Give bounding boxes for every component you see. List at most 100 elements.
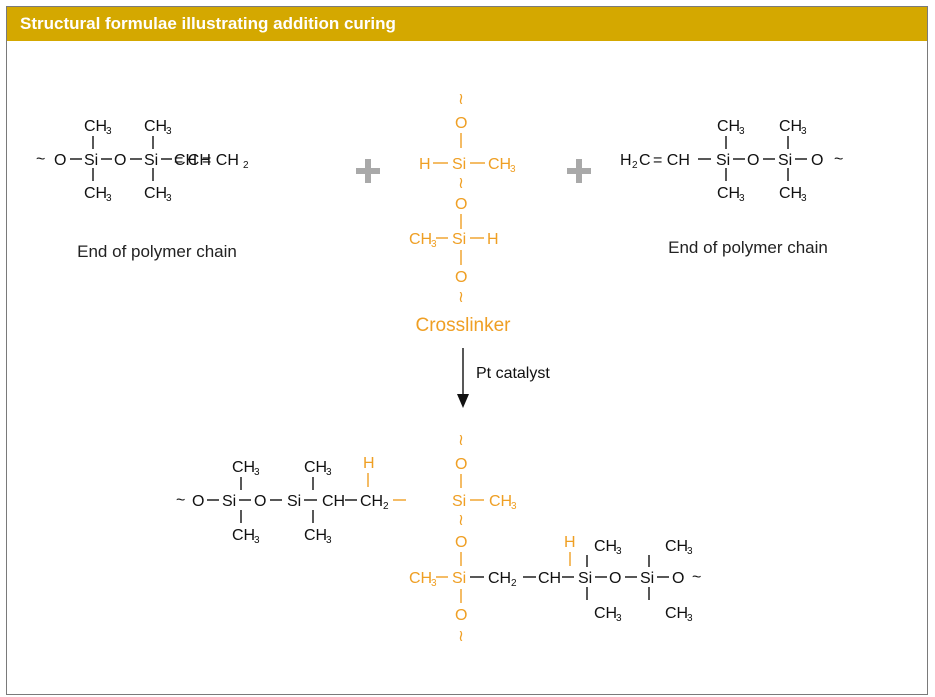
atom-si: Si xyxy=(452,493,466,510)
subscript: 3 xyxy=(801,126,807,137)
atom-o: O xyxy=(672,570,684,587)
atom-si: Si xyxy=(452,231,466,248)
right-caption: End of polymer chain xyxy=(668,238,828,257)
methyl-group: CH xyxy=(304,527,327,544)
subscript: 3 xyxy=(431,578,437,589)
figure-title: Structural formulae illustrating additio… xyxy=(7,7,927,41)
chain-tilde: ~ xyxy=(176,492,185,509)
subscript: 3 xyxy=(106,193,112,204)
atom-o: O xyxy=(455,269,467,286)
subscript: 3 xyxy=(687,613,693,624)
atom-o: O xyxy=(455,607,467,624)
atom-ch: CH xyxy=(538,570,561,587)
atom-ch-eq-ch: CH xyxy=(174,152,197,169)
arrow-head-icon xyxy=(457,394,469,408)
left-caption: End of polymer chain xyxy=(77,242,237,261)
atom-o: O xyxy=(811,152,823,169)
methyl-group: CH xyxy=(488,156,511,173)
methyl-group: CH xyxy=(144,118,167,135)
subscript: 3 xyxy=(166,126,172,137)
methyl-group: CH xyxy=(84,118,107,135)
subscript: 3 xyxy=(431,239,437,250)
atom-c-eq-ch: C xyxy=(639,152,651,169)
wave-icon: ≀ xyxy=(458,91,464,108)
subscript: 3 xyxy=(616,546,622,557)
subscript: 3 xyxy=(166,193,172,204)
atom-o: O xyxy=(455,534,467,551)
atom-o: O xyxy=(455,196,467,213)
left-polymer-chain-end: ~ O Si O Si = CH CH = CH 2 CH 3 CH 3 CH … xyxy=(36,118,249,204)
atom-h: H xyxy=(487,231,499,248)
subscript: 2 xyxy=(243,160,249,171)
subscript: 3 xyxy=(739,126,745,137)
atom-eq-ch2: = CH xyxy=(202,152,239,169)
atom-si: Si xyxy=(452,156,466,173)
subscript: 3 xyxy=(687,546,693,557)
wave-icon: ≀ xyxy=(458,432,464,449)
methyl-group: CH xyxy=(144,185,167,202)
methyl-group: CH xyxy=(665,605,688,622)
atom-h: H xyxy=(419,156,431,173)
atom-h2c: H xyxy=(620,152,632,169)
subscript: 3 xyxy=(510,164,516,175)
methyl-group: CH xyxy=(717,118,740,135)
atom-si: Si xyxy=(287,493,301,510)
subscript: 2 xyxy=(511,578,517,589)
methyl-group: CH xyxy=(594,538,617,555)
atom-o: O xyxy=(54,152,66,169)
atom-si: Si xyxy=(144,152,158,169)
atom-ch2: CH xyxy=(488,570,511,587)
wave-icon: ≀ xyxy=(458,175,464,192)
atom-o: O xyxy=(114,152,126,169)
crosslinker-caption: Crosslinker xyxy=(415,315,511,336)
atom-si: Si xyxy=(452,570,466,587)
catalyst-label: Pt catalyst xyxy=(476,365,550,382)
chain-tilde: ~ xyxy=(692,569,701,586)
methyl-group: CH xyxy=(304,459,327,476)
atom-ch: CH xyxy=(322,493,345,510)
subscript: 3 xyxy=(326,467,332,478)
atom-h: H xyxy=(564,534,576,551)
methyl-group: CH xyxy=(489,493,512,510)
right-polymer-chain-end: H 2 C = CH Si O Si O ~ CH 3 CH 3 CH 3 CH… xyxy=(620,118,843,204)
figure-frame: Structural formulae illustrating additio… xyxy=(6,6,928,695)
crosslinker-structure: ≀ O H Si CH 3 ≀ O CH 3 Si H O ≀ xyxy=(409,91,516,306)
reaction-arrow xyxy=(457,348,469,408)
chain-tilde: ~ xyxy=(36,151,45,168)
atom-o: O xyxy=(747,152,759,169)
methyl-group: CH xyxy=(232,459,255,476)
methyl-group: CH xyxy=(779,118,802,135)
atom-si: Si xyxy=(778,152,792,169)
subscript: 3 xyxy=(106,126,112,137)
subscript: 3 xyxy=(801,193,807,204)
methyl-group: CH xyxy=(717,185,740,202)
subscript: 2 xyxy=(632,160,638,171)
subscript: 3 xyxy=(511,501,517,512)
subscript: 3 xyxy=(326,535,332,546)
atom-si: Si xyxy=(578,570,592,587)
atom-ch: = CH xyxy=(174,152,211,169)
subscript: 3 xyxy=(739,193,745,204)
atom-si: Si xyxy=(84,152,98,169)
atom-o: O xyxy=(455,456,467,473)
wave-icon: ≀ xyxy=(458,512,464,529)
methyl-group: CH xyxy=(594,605,617,622)
methyl-group: CH xyxy=(232,527,255,544)
chain-tilde: ~ xyxy=(834,151,843,168)
atom-eq-ch: = CH xyxy=(653,152,690,169)
subscript: 3 xyxy=(254,535,260,546)
atom-o: O xyxy=(192,493,204,510)
plus-icon xyxy=(567,159,591,183)
subscript: 2 xyxy=(383,501,389,512)
atom-o: O xyxy=(609,570,621,587)
atom-ch2: CH xyxy=(360,493,383,510)
atom-si: Si xyxy=(640,570,654,587)
atom-si: Si xyxy=(222,493,236,510)
methyl-group: CH xyxy=(779,185,802,202)
subscript: 3 xyxy=(254,467,260,478)
wave-icon: ≀ xyxy=(458,289,464,306)
atom-si: Si xyxy=(716,152,730,169)
atom-o: O xyxy=(455,115,467,132)
methyl-group: CH xyxy=(84,185,107,202)
